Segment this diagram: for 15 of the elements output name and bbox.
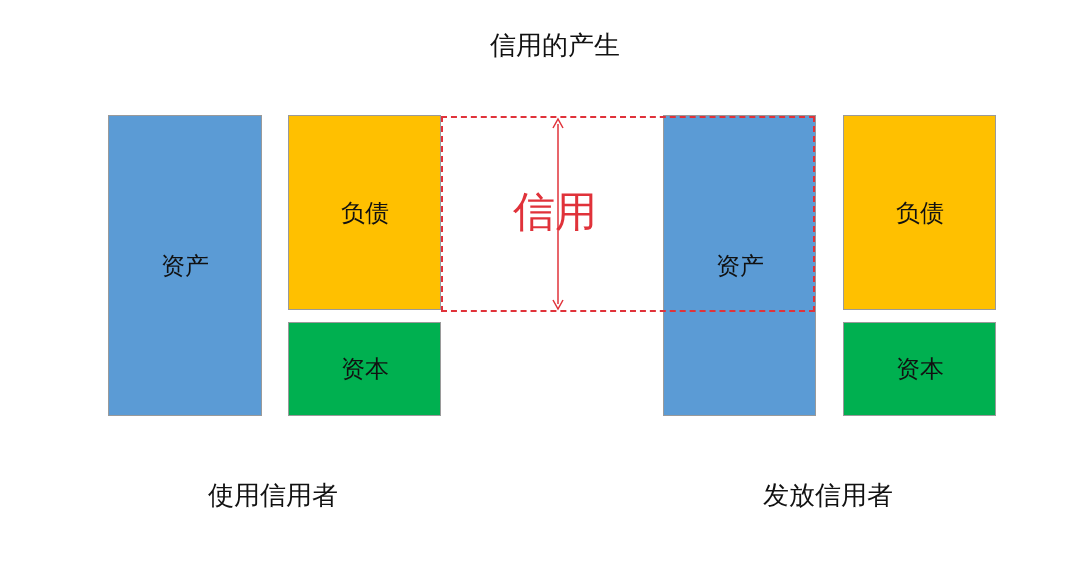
asset-bar [108, 115, 262, 416]
liability-box [288, 115, 441, 310]
caption-label: 使用信用者 [208, 479, 338, 512]
liability-box [843, 115, 996, 310]
box-label: 资本 [895, 354, 944, 385]
box-label: 资产 [715, 250, 764, 282]
capital-box [288, 322, 441, 416]
capital-box [843, 322, 996, 416]
box-label: 资本 [340, 354, 389, 385]
box-label: 负债 [895, 197, 944, 229]
box-label: 负债 [340, 197, 389, 229]
title: 信用的产生 [490, 29, 620, 62]
box-label: 资产 [161, 250, 209, 282]
asset-bar [663, 115, 816, 416]
caption-label: 发放信用者 [763, 479, 893, 512]
